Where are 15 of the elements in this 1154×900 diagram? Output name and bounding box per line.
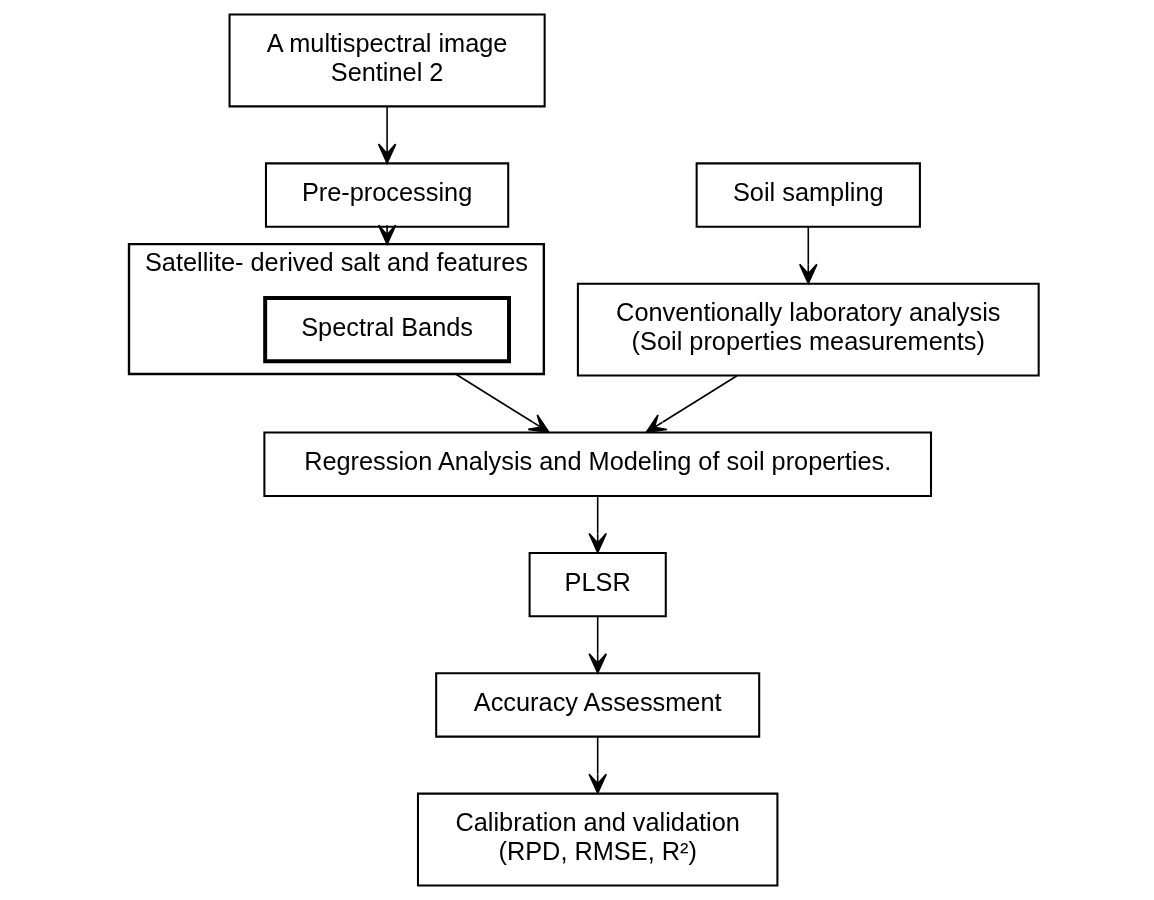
- arrow: [587, 736, 607, 794]
- node-box: Regression Analysis and Modeling of soil properties.: [262, 431, 932, 497]
- arrow: [587, 615, 607, 674]
- node-box: Accuracy Assessment: [434, 672, 760, 738]
- arrow: [798, 226, 818, 285]
- arrow: [645, 374, 738, 434]
- arrow: [454, 373, 550, 433]
- node-box: A multispectral image Sentinel 2: [228, 13, 546, 108]
- node-box: Calibration and validation (RPD, RMSE, R²): [416, 792, 778, 887]
- node-box: Spectral Bands: [262, 296, 511, 364]
- node-box: Soil sampling: [695, 162, 921, 228]
- node-box: Conventionally laboratory analysis (Soil properties measurements): [576, 282, 1040, 377]
- node-box: PLSR: [528, 551, 667, 618]
- arrow: [587, 495, 607, 554]
- arrow: [377, 105, 396, 164]
